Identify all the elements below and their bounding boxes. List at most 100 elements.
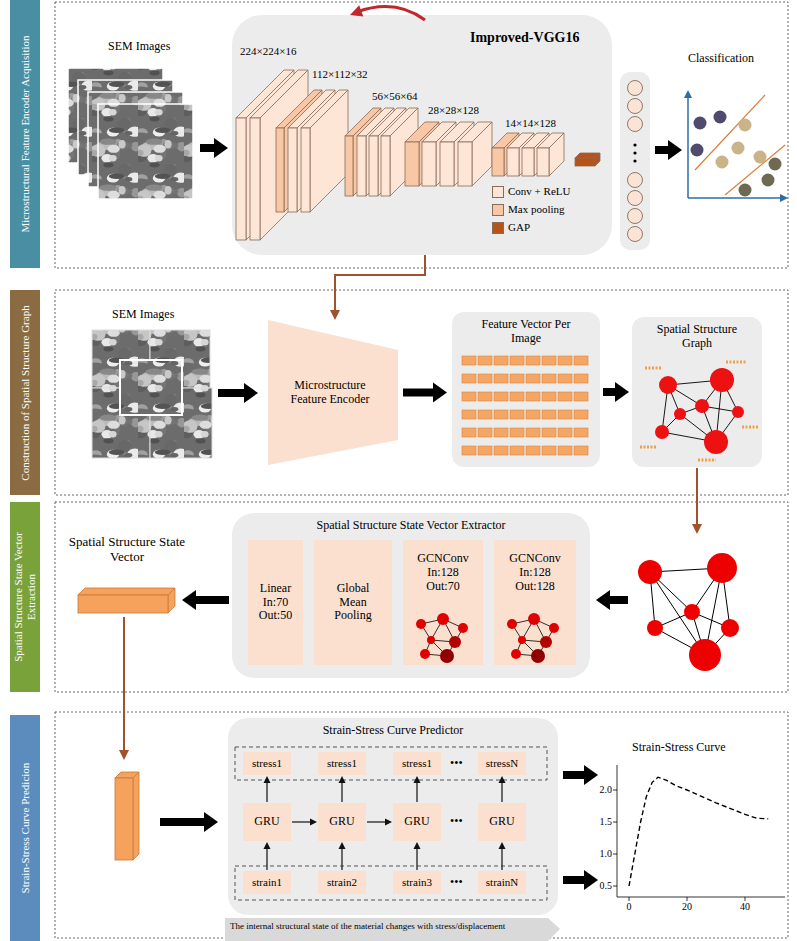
graph-vertex [710,368,734,392]
slab-front [345,136,353,196]
sem-image [98,104,193,199]
graph-vertex [511,649,521,659]
slab-front [458,142,472,186]
graph-vertex [507,619,517,629]
stress-curve [629,777,768,886]
flow-arrow-head [584,765,598,785]
process-box: stressN [478,752,526,775]
module-title: Feature Vector Per Image [476,318,576,346]
feedback-arrow-head [350,5,363,16]
connector-line [603,388,616,396]
module-box: Feature Vector Per Image [452,312,600,467]
legend-swatch [492,222,504,234]
slab-top [575,153,600,158]
slab-front [236,118,246,240]
feature-cell [462,374,476,383]
slab-front [115,778,133,860]
neuron [628,173,643,188]
vector-caption: Spatial Structure State Vector [62,535,192,565]
slab-top [537,133,564,148]
connector-line [416,782,417,802]
layer-dimension: 56×56×64 [372,90,417,103]
graph-vertex [695,399,709,413]
box-label: Linear In:70 Out:50 [253,582,299,623]
class-dot [754,151,767,164]
ellipsis: ••• [450,757,463,771]
graph-vertex [449,636,461,648]
layer-dimension: 14×14×128 [505,117,556,130]
dashed-group [235,747,547,780]
process-box: GRU [318,803,366,841]
flow-arrow [218,389,245,397]
feature-cell [510,392,524,401]
flow-arrow [563,771,585,779]
feature-tag [698,459,716,462]
box-label: GRU [320,815,364,829]
slab-front [440,142,454,186]
process-box: strain1 [243,871,291,894]
graph-vertex [427,636,435,644]
section-title: Strain-Stress Curve Predicion [19,721,32,935]
connector-line [403,389,434,397]
arrow-head [433,383,447,403]
feature-cell [574,374,588,383]
box-label: stressN [480,757,524,770]
graph-vertex [704,430,728,454]
process-box: strain3 [393,871,441,894]
connector [367,819,392,826]
feature-cell [478,410,492,419]
legend-swatch [492,186,504,198]
section-band: Construction of Spatial Structure Graph [10,290,40,495]
section-panel [55,712,788,938]
plot-axis [688,197,781,199]
arrow-head [499,842,506,849]
legend-swatch [492,204,504,216]
graph-vertex [707,553,737,583]
module-box: Strain-Stress Curve Predictorstress1stre… [228,718,558,915]
plot-axis-head [780,194,788,202]
chart-tick [613,886,617,887]
slab-front [575,158,595,166]
graph-vertex [689,639,721,671]
flow-line-head [692,524,702,534]
output-column [620,72,650,250]
connector-line [416,848,417,870]
feature-cell [558,446,572,455]
legend-text: Conv + ReLU [508,185,570,198]
slab-front [288,128,297,212]
slab-front [522,148,534,176]
box-label: GRU [245,815,289,829]
graph-vertex [638,560,662,584]
feedback-arrow [357,7,425,20]
flow-line-head [119,750,129,760]
axis-tick-label: 0.5 [600,880,613,892]
ellipsis: ••• [450,876,463,890]
flow-line [123,617,125,750]
module-box: Spatial Structure Graph [632,317,762,467]
feature-cell [462,428,476,437]
graph-vertex [721,619,739,637]
feature-cell [494,374,508,383]
feature-cell [574,392,588,401]
process-box: strainN [478,871,526,894]
section-title: Microstructural Feature Encoder Acquisit… [19,6,32,262]
class-dot [739,184,752,197]
flow-arrow-head [668,140,682,160]
flow-arrow-head [244,383,258,403]
class-dot [769,158,782,171]
layer-dimension: 28×28×128 [428,104,479,117]
chart-tick [613,822,617,823]
box-label: GCNConv In:128 Out:70 [414,552,472,593]
box-label: strainN [480,876,524,889]
slab-top [115,772,139,778]
module-background [452,312,600,467]
arrow-head [615,382,629,402]
box-label: strain1 [245,876,289,889]
flow-arrow [563,876,585,884]
process-box: GRU [478,803,526,841]
chart-spine [617,897,785,898]
graph-vertex [416,619,426,629]
arrow-head [385,819,392,826]
section-title: Construction of Spatial Structure Graph [19,296,32,489]
flow-arrow-head [204,812,218,832]
